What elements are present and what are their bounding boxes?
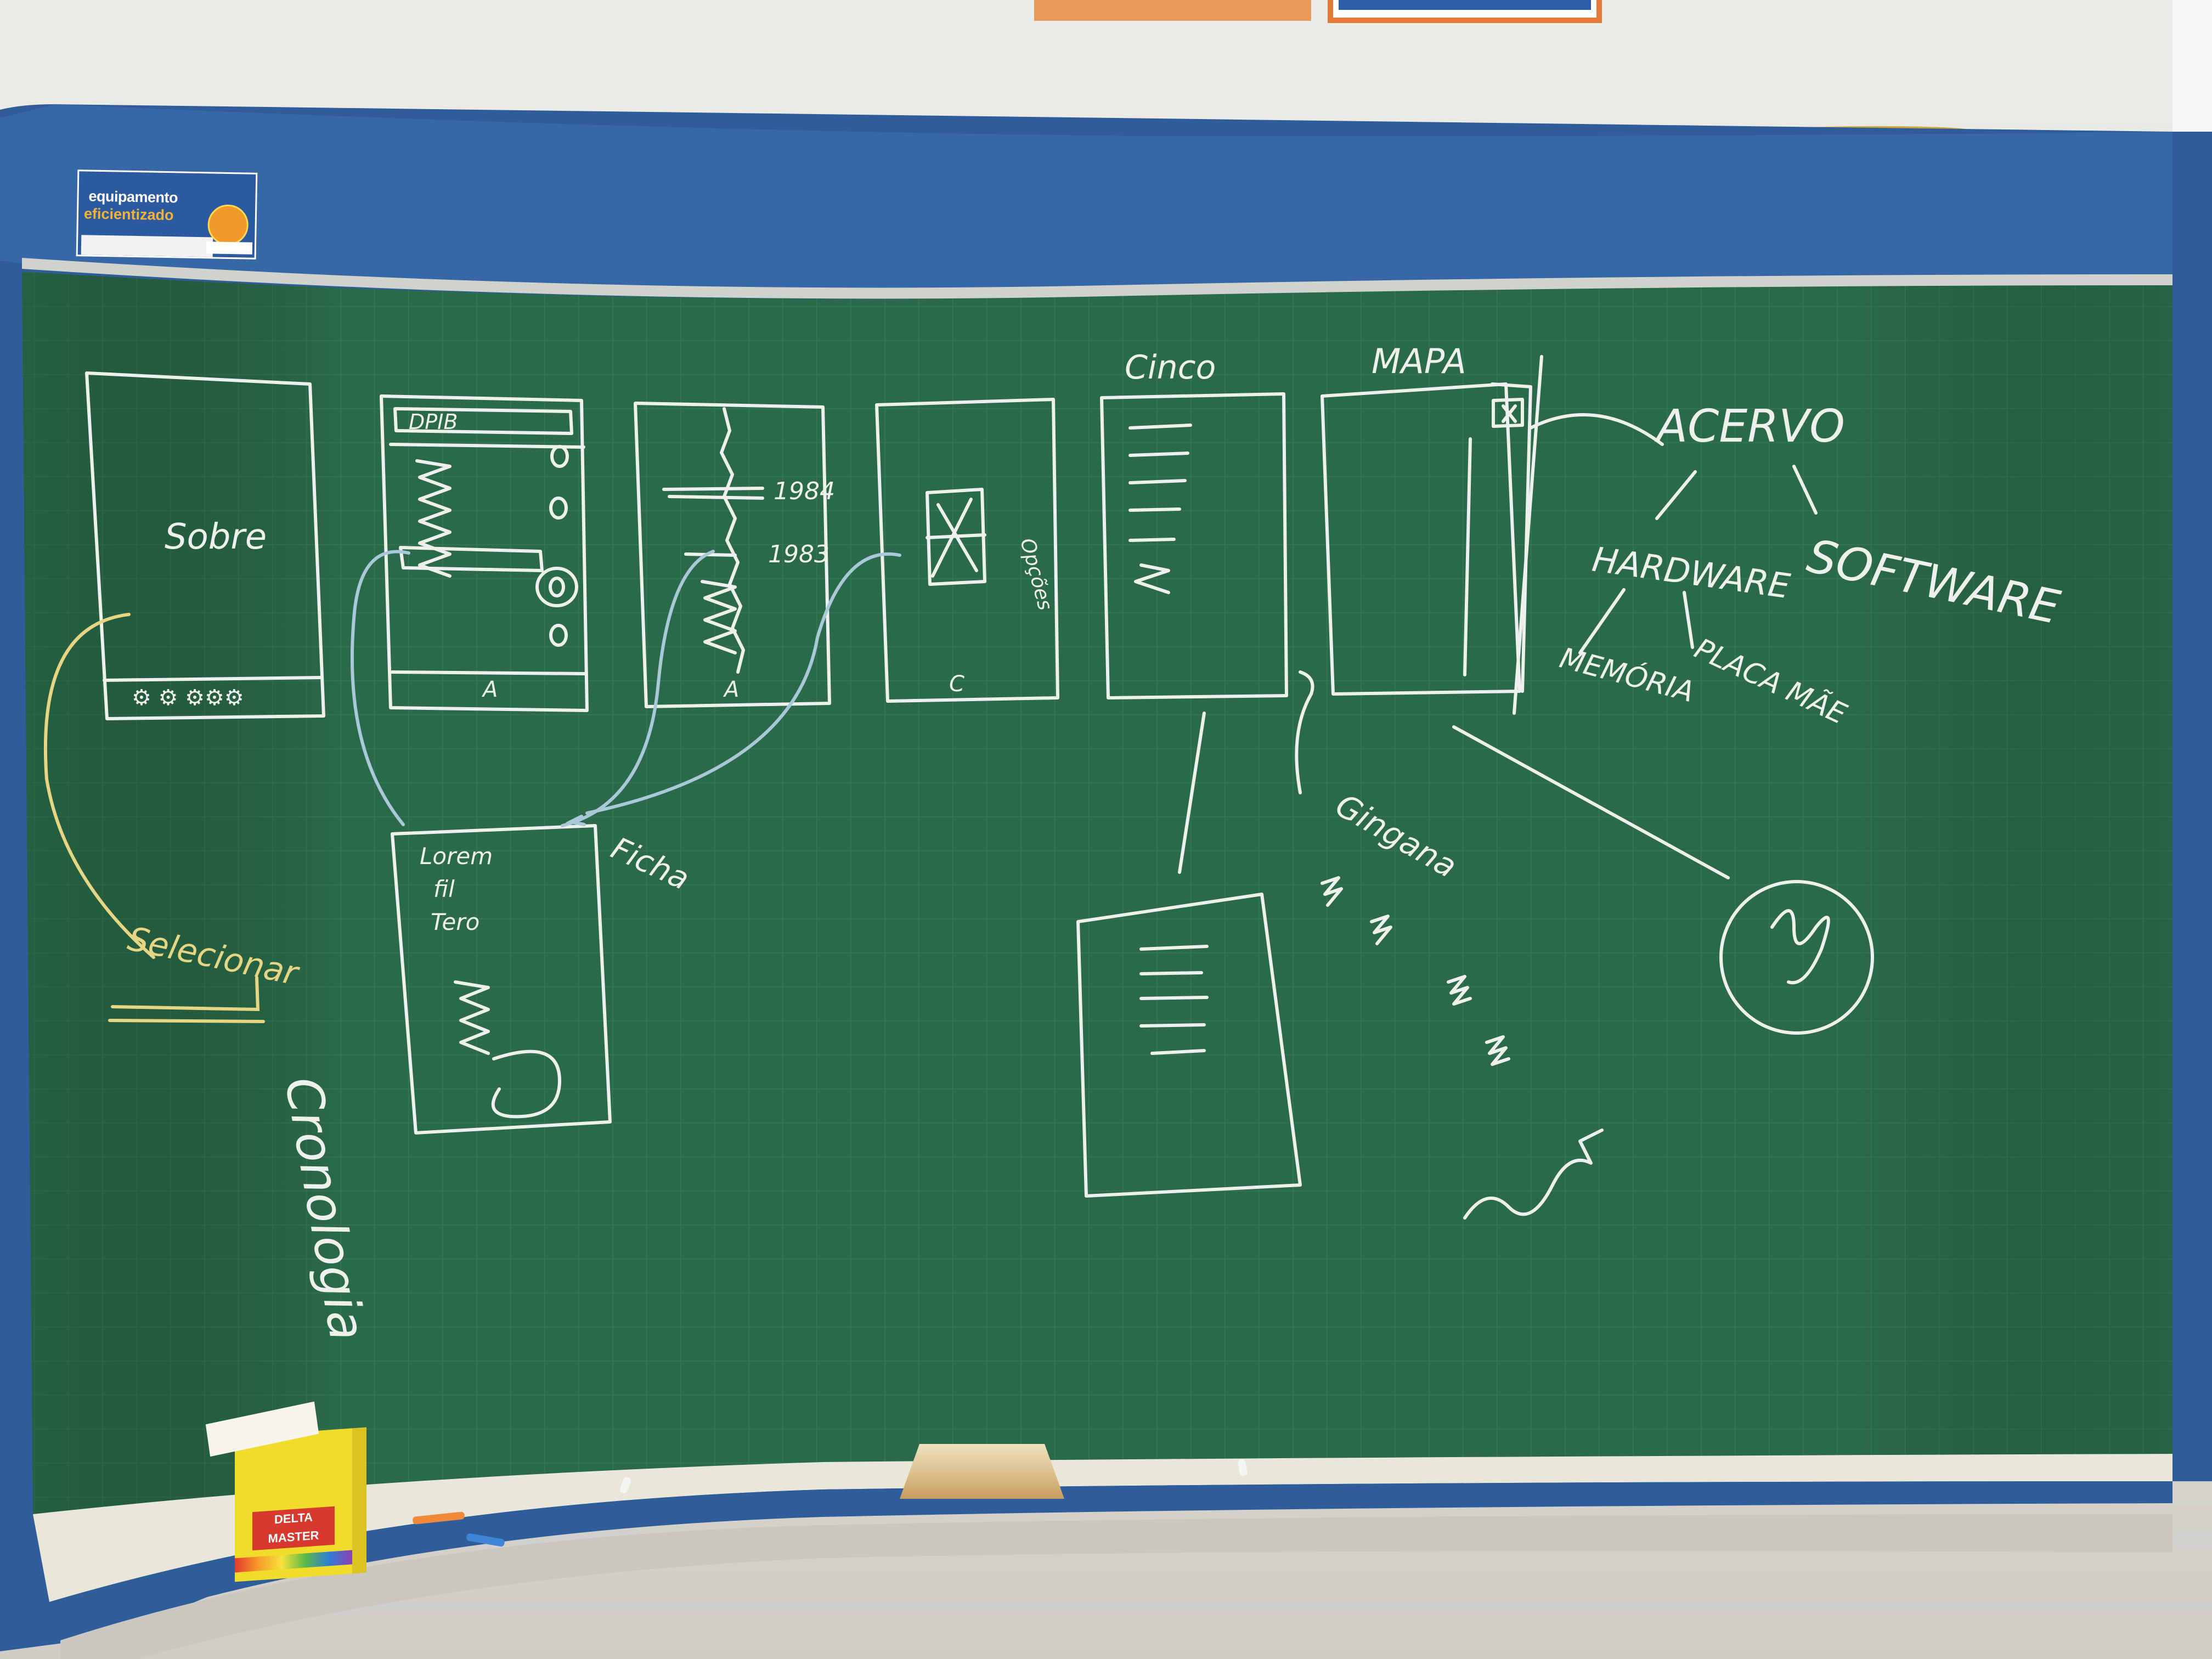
wireframe-ficha-card <box>391 824 612 1135</box>
wall-cable <box>1783 126 1970 134</box>
screen5-title: Cinco <box>1125 348 1216 387</box>
selecionar-box <box>108 1019 265 1023</box>
chalk-box: DELTA MASTER <box>205 1401 366 1582</box>
ficha-line: Lorem <box>420 843 493 870</box>
mapa-title: MAPA <box>1372 341 1466 381</box>
sticker-emblem-icon <box>207 204 249 246</box>
mindmap-bubble <box>1719 880 1874 1035</box>
ficha-line: Tero <box>431 909 479 935</box>
board-top-rail <box>0 104 2172 291</box>
board-eraser <box>900 1444 1064 1499</box>
sticker-line2: eficientizado <box>83 205 174 224</box>
wall-poster <box>1328 0 1602 23</box>
chalk-tray <box>33 1454 2172 1602</box>
wall-poster <box>1034 0 1311 21</box>
screen1-footer-icons: ⚙ ⚙ ⚙⚙⚙ <box>132 685 244 710</box>
screen4-footer: C <box>949 672 964 697</box>
wireframe-detail-card <box>1076 893 1302 1198</box>
ficha-line: fil <box>433 876 455 902</box>
efficiency-sticker: equipamento eficientizado <box>76 170 258 259</box>
wireframe-screen-image <box>875 398 1059 703</box>
wireframe-screen-mapa <box>1321 382 1521 696</box>
sticker-emblem-text <box>206 241 253 255</box>
sticker-line1: equipamento <box>88 188 178 206</box>
screen2-title: DPIB <box>409 410 458 434</box>
sticker-logos <box>81 235 213 257</box>
chalk-box-color-stripe <box>235 1550 352 1573</box>
chalk-box-brand: DELTA MASTER <box>252 1506 335 1551</box>
screen3-footer: A <box>723 677 739 702</box>
screen2-footer: A <box>481 677 498 702</box>
wireframe-screen-list <box>380 394 589 712</box>
screen3-year: 1983 <box>768 540 830 568</box>
wireframe-screen-sobre <box>85 371 325 720</box>
wireframe-screen-timeline <box>634 402 831 708</box>
wireframe-screen-list2 <box>1100 392 1288 699</box>
screen1-title: Sobre <box>165 517 267 557</box>
screen3-year: 1984 <box>774 477 835 505</box>
mindmap-root: ACERVO <box>1654 400 1845 453</box>
